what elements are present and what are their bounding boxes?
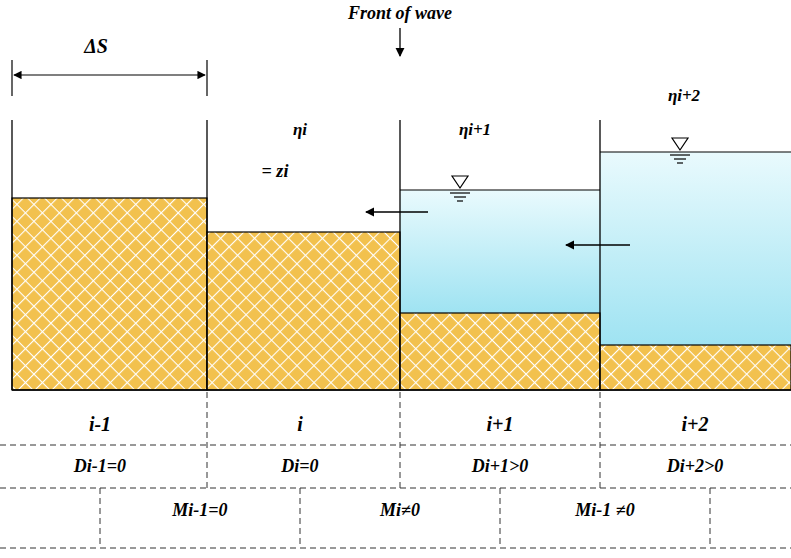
level-label: ηi (293, 121, 307, 140)
flow-arrow (366, 212, 630, 245)
water-body (600, 152, 791, 345)
cell-index: i (297, 413, 303, 435)
cell-index: i+1 (487, 413, 514, 435)
level-label: ηi+1 (459, 121, 491, 140)
bed-material (12, 198, 791, 390)
heading-label: Front of wave (348, 4, 452, 24)
flux-label: Mi-1=0 (172, 501, 227, 521)
flux-label: Mi-1 ≠0 (575, 501, 634, 521)
dimension-label: ΔS (84, 35, 108, 57)
water-surface (400, 152, 791, 190)
dimension-line (12, 60, 207, 96)
cell-wall (12, 120, 791, 390)
depth-label: Di+1>0 (472, 457, 529, 477)
level-label: = zi (262, 162, 289, 182)
depth-label: Di+2>0 (667, 457, 724, 477)
cell-index: i-1 (89, 413, 111, 435)
front-arrow (399, 28, 400, 56)
depth-label: Di-1=0 (74, 457, 126, 477)
table-dash (0, 392, 791, 548)
water-body (400, 190, 600, 313)
cell-index: i+2 (682, 413, 709, 435)
water-level-symbol (450, 138, 690, 201)
flux-label: Mi≠0 (380, 501, 420, 521)
level-label: ηi+2 (668, 87, 700, 106)
depth-label: Di=0 (281, 457, 318, 477)
